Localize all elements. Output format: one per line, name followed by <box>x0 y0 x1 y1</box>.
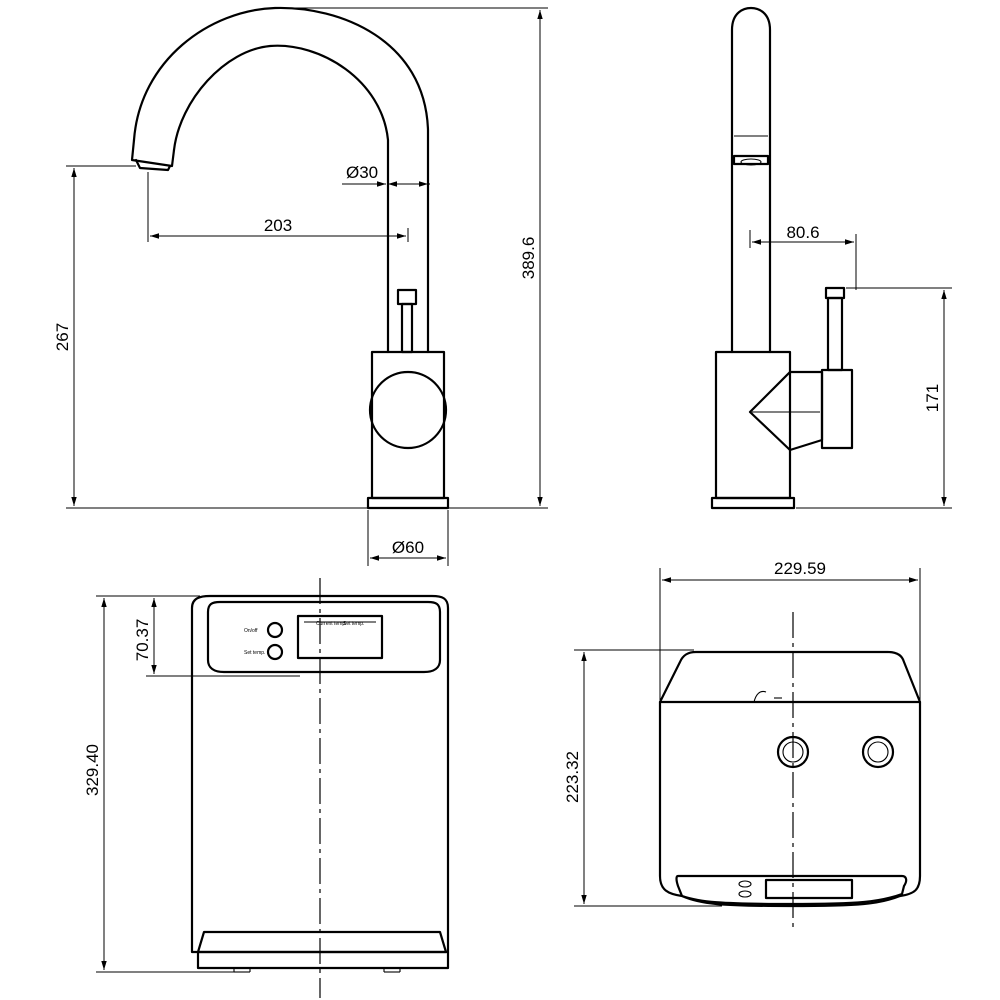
dimension-label: 223.32 <box>563 751 582 803</box>
dimension-70-37: 70.37 <box>133 598 300 677</box>
dimension-171: 171 <box>796 287 952 509</box>
heater-unit-top-view <box>658 612 922 930</box>
dimension-label: 267 <box>53 323 72 351</box>
dimension-203: 203 <box>147 172 409 242</box>
dimension-389-6: 389.6 <box>290 7 548 509</box>
dimension-229-59: 229.59 <box>659 559 921 700</box>
panel-label-current-temp: Current temp. <box>316 621 347 627</box>
dimension-base-diameter: Ø60 <box>367 510 449 566</box>
panel-label-target-temp: Set temp. <box>343 621 364 627</box>
dimension-label: 389.6 <box>519 237 538 280</box>
dimension-label: 80.6 <box>786 223 819 242</box>
dimension-label: 229.59 <box>774 559 826 578</box>
faucet-front-view <box>130 6 450 510</box>
dimension-80-6: 80.6 <box>749 223 857 290</box>
dimension-label: 171 <box>923 384 942 412</box>
dimension-label: Ø60 <box>392 538 424 557</box>
dimension-329-40: 329.40 <box>83 595 234 973</box>
dimension-label: 329.40 <box>83 744 102 796</box>
heater-unit-front-view: On/off Set temp. Current temp. Set temp. <box>190 578 450 998</box>
panel-label-on-off: On/off <box>244 628 258 634</box>
dimension-223-32: 223.32 <box>563 649 722 907</box>
dimension-label: Ø30 <box>346 163 378 182</box>
dimension-267: 267 <box>53 165 368 509</box>
dimension-label: 70.37 <box>133 619 152 662</box>
panel-label-set-temp: Set temp. <box>244 650 265 656</box>
faucet-side-view <box>710 6 854 510</box>
dimension-outlet-diameter: Ø30 <box>342 163 430 187</box>
dimension-label: 203 <box>264 216 292 235</box>
